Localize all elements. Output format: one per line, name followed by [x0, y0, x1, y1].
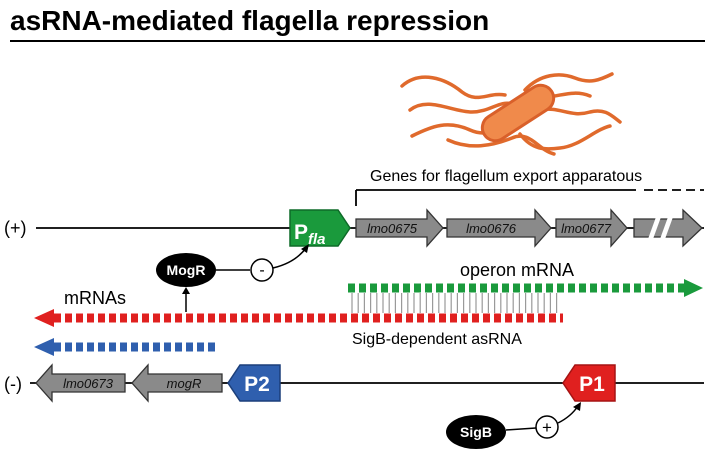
gene-lmo0673-label: lmo0673 [63, 376, 114, 391]
export-apparatus-label: Genes for flagellum export apparatous [370, 168, 642, 185]
repression-arrow [272, 247, 307, 269]
sigb-label: SigB [460, 424, 492, 440]
p2-label: P2 [244, 373, 270, 396]
repression-sign [250, 258, 274, 282]
mogr-label: MogR [167, 262, 206, 278]
gene-mogr: mogR [131, 363, 223, 403]
flagellum-5 [518, 124, 612, 151]
gene-lmo0676: lmo0676 [446, 208, 552, 248]
operon-mrna-arrowhead [684, 279, 703, 297]
gene-lmo0675: lmo0675 [355, 208, 444, 248]
minus-strand-label: (-) [4, 374, 22, 394]
p1-promoter: P1 [562, 364, 616, 402]
repression-arrowhead [301, 244, 309, 253]
pfla-promoter-label: Pfla [294, 221, 326, 248]
bacterium-icon [400, 72, 622, 156]
asrna-arrowhead [34, 309, 54, 327]
break-mark-2 [660, 217, 673, 239]
gene-lmo0675-label: lmo0675 [367, 221, 418, 236]
p1-label: P1 [579, 373, 605, 396]
sigb-regulator: SigB [446, 415, 506, 449]
repression-sign-label: - [259, 262, 264, 279]
flagellum-7 [523, 72, 614, 92]
mrnas-label: mRNAs [64, 288, 126, 308]
sigb-connector [505, 427, 537, 431]
flagellum-2 [408, 101, 514, 114]
gene-lmo0677: lmo0677 [555, 208, 628, 248]
gene-lmo0673: lmo0673 [35, 363, 126, 403]
p2-promoter: P2 [227, 364, 281, 402]
break-mark-1 [648, 217, 661, 239]
base-pairing-lines [351, 293, 558, 313]
activation-sign-label: + [542, 418, 552, 437]
flagellum-1 [400, 75, 507, 100]
activation-arrowhead [573, 402, 581, 411]
bacterium-body [480, 83, 556, 143]
diagram-title: asRNA-mediated flagella repression [10, 5, 489, 36]
mogr-expression-arrowhead [182, 287, 190, 294]
mogr-regulator: MogR [156, 253, 216, 287]
gene-lmo0677-label: lmo0677 [561, 221, 612, 236]
flagellum-6 [538, 107, 622, 124]
pfla-promoter: Pfla [289, 209, 351, 248]
activation-arrow [557, 405, 579, 424]
gene-unnamed-break [633, 208, 703, 248]
operon-mrna-label: operon mRNA [460, 260, 574, 280]
p2-mrna-arrowhead [34, 338, 54, 356]
asrna-label: SigB-dependent asRNA [352, 331, 522, 348]
plus-strand-label: (+) [4, 218, 27, 238]
gene-lmo0676-label: lmo0676 [466, 221, 517, 236]
activation-sign [535, 415, 559, 439]
gene-mogr-label: mogR [167, 376, 202, 391]
